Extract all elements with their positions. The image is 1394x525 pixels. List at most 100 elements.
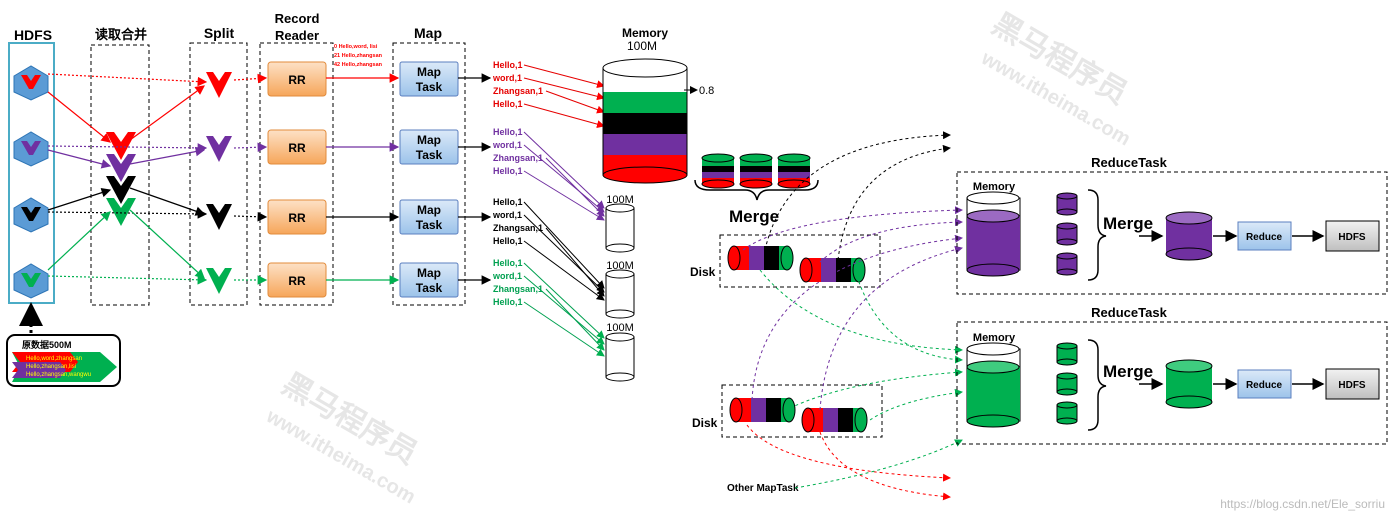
shuffle-arrows <box>742 131 963 501</box>
sorted-spill-stacks <box>701 153 811 189</box>
source-data-line: Hello,zhangsan,lisi <box>26 364 76 370</box>
rr-label: RR <box>288 274 306 288</box>
read-merge-title: 读取合并 <box>95 27 147 42</box>
map-output-line: word,1 <box>492 73 522 83</box>
map-column-box <box>392 42 466 306</box>
map-output-line: Hello,1 <box>493 60 523 70</box>
map-task-label: Map <box>417 203 441 217</box>
spill-size: 100M <box>606 322 634 334</box>
rr-label: RR <box>288 141 306 155</box>
rr-label: RR <box>288 73 306 87</box>
map-output-line: Zhangsan,1 <box>493 284 543 294</box>
memory-title: Memory <box>622 26 668 40</box>
merge-brace-icon <box>694 179 819 201</box>
source-data-title: 原数据500M <box>22 339 72 350</box>
reducetask-memory-label: Memory <box>973 332 1016 344</box>
map-output-red: Hello,1 word,1 Zhangsan,1 Hello,1 <box>492 60 543 109</box>
record-offset-line: 21 Hello,zhangsan <box>334 53 383 59</box>
map-output-line: Zhangsan,1 <box>493 153 543 163</box>
split-column-box <box>189 42 248 306</box>
record-offsets: 0 Hello,word, lisi 21 Hello,zhangsan 42 … <box>334 44 383 68</box>
map-output-line: word,1 <box>492 140 522 150</box>
spill-cylinder <box>605 203 635 253</box>
hdfs-output-label: HDFS <box>1338 232 1366 243</box>
reduce-small-cylinders <box>1056 342 1078 425</box>
reduce-merged-cylinder <box>1165 359 1213 409</box>
hdfs-block-icon <box>13 197 49 233</box>
reduce-memory-cylinder <box>966 191 1021 277</box>
reduce-small-cylinders <box>1056 192 1078 276</box>
hdfs-output-box <box>1325 368 1380 400</box>
reduce-memory-cylinder <box>966 342 1021 428</box>
reduce-label: Reduce <box>1246 380 1283 391</box>
source-data-box: 原数据500M Hello,word,zhangsan Hello,zhangs… <box>6 334 121 387</box>
reduce-box <box>1237 369 1292 399</box>
map-task-label: Map <box>417 133 441 147</box>
threshold-label: 0.8 <box>699 85 714 97</box>
map-title: Map <box>414 25 442 41</box>
reducetask-title: ReduceTask <box>1091 155 1167 170</box>
disk-label: Disk <box>692 416 718 430</box>
map-task-label: Task <box>416 218 443 232</box>
map-output-line: Hello,1 <box>493 297 523 307</box>
disk-file-cylinder <box>729 397 796 423</box>
disk-file-cylinder <box>727 245 794 271</box>
map-output-line: Zhangsan,1 <box>493 86 543 96</box>
rr-box <box>267 61 327 97</box>
hdfs-block-icon <box>13 131 49 167</box>
map-task-label: Task <box>416 148 443 162</box>
map-output-arrows <box>523 64 605 357</box>
disk-label: Disk <box>690 265 716 279</box>
footer-url: https://blog.csdn.net/Ele_sorriu <box>1220 497 1385 511</box>
merge-brace-icon <box>1087 339 1107 431</box>
map-output-line: word,1 <box>492 210 522 220</box>
rr-label: RR <box>288 211 306 225</box>
memory-size: 100M <box>627 39 657 53</box>
hdfs-blocks <box>13 65 49 299</box>
map-output-line: Zhangsan,1 <box>493 223 543 233</box>
hdfs-output-box <box>1325 220 1380 252</box>
other-maptask-label: Other MapTask <box>727 483 799 494</box>
map-output-line: Hello,1 <box>493 197 523 207</box>
split-chevrons <box>206 72 232 294</box>
source-data-line: Hello,zhangsan,wangwu <box>26 372 91 378</box>
spill-size: 100M <box>606 260 634 272</box>
reduce-merge-label: Merge <box>1103 214 1153 233</box>
disk-box <box>719 234 881 288</box>
map-output-purple: Hello,1 word,1 Zhangsan,1 Hello,1 <box>492 127 543 176</box>
record-offset-line: 0 Hello,word, lisi <box>334 44 378 50</box>
map-output-line: word,1 <box>492 271 522 281</box>
reduce-label: Reduce <box>1246 232 1283 243</box>
reduce-merge-label: Merge <box>1103 362 1153 381</box>
record-reader-title-2: Reader <box>275 28 319 43</box>
reducetask-title: ReduceTask <box>1091 305 1167 320</box>
spill-cylinder <box>605 332 635 382</box>
reduce-box <box>1237 221 1292 251</box>
merged-chevron-stack <box>106 132 136 226</box>
reducetask-box <box>956 171 1388 295</box>
map-task-label: Map <box>417 65 441 79</box>
hdfs-block-icon <box>13 65 49 101</box>
map-output-green: Hello,1 word,1 Zhangsan,1 Hello,1 <box>492 258 543 307</box>
map-task-box <box>399 61 459 97</box>
disk-box <box>721 384 883 438</box>
map-output-line: Hello,1 <box>493 166 523 176</box>
hdfs-block-icon <box>13 263 49 299</box>
record-reader-title-1: Record <box>275 11 320 26</box>
source-data-line: Hello,word,zhangsan <box>26 356 82 362</box>
spill-size: 100M <box>606 194 634 206</box>
map-task-label: Task <box>416 80 443 94</box>
reducetask-box <box>956 321 1388 445</box>
spill-files: 100M 100M 100M <box>605 194 635 382</box>
record-reader-column-box <box>259 42 334 306</box>
record-reader-boxes: RR RR RR RR <box>267 61 327 298</box>
map-output-line: Hello,1 <box>493 127 523 137</box>
merge-brace-icon <box>1087 189 1107 281</box>
map-output-black: Hello,1 word,1 Zhangsan,1 Hello,1 <box>492 197 543 246</box>
map-output-line: Hello,1 <box>493 258 523 268</box>
map-task-label: Map <box>417 266 441 280</box>
map-task-label: Task <box>416 281 443 295</box>
memory-buffer-cylinder <box>602 58 688 184</box>
